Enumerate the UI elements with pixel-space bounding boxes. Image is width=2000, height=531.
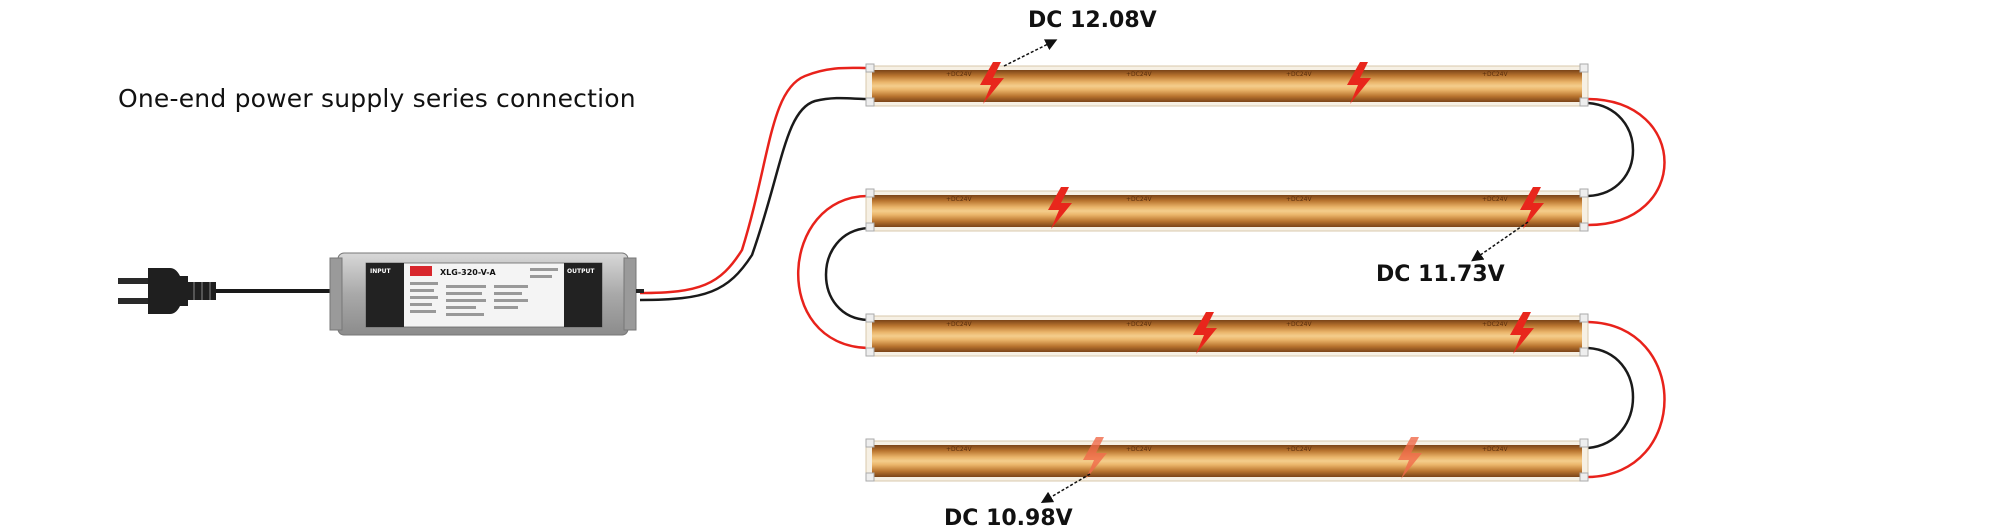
- strip-2-marking-3: +DC24V: [1286, 196, 1312, 203]
- strip-1-marking-2: +DC24V: [1126, 71, 1152, 78]
- strip-2-marking-4: +DC24V: [1482, 196, 1508, 203]
- voltage-arrows: [1003, 39, 1529, 504]
- arrow-icon: [1471, 221, 1529, 262]
- supply-model-label: XLG-320-V-A: [440, 268, 497, 277]
- voltage-label-strip-2: DC 11.73V: [1376, 262, 1505, 287]
- arrow-icon: [1003, 39, 1058, 67]
- strip-3-marking-3: +DC24V: [1286, 321, 1312, 328]
- arrow-icon: [1040, 473, 1091, 504]
- lightning-icon: [1398, 437, 1422, 479]
- strip-3-marking-1: +DC24V: [946, 321, 972, 328]
- led-strips: +DC24V +DC24V +DC24V +DC24V +DC24V +DC24…: [865, 63, 1589, 482]
- supply-input-label: INPUT: [370, 268, 392, 275]
- lightning-icons: [980, 62, 1544, 479]
- lightning-icon: [1520, 187, 1544, 229]
- lightning-icon: [980, 62, 1004, 104]
- strip-3-marking-4: +DC24V: [1482, 321, 1508, 328]
- strip-3-marking-2: +DC24V: [1126, 321, 1152, 328]
- voltage-label-strip-1: DC 12.08V: [1028, 8, 1157, 33]
- strip-1-marking-4: +DC24V: [1482, 71, 1508, 78]
- led-strip-3: +DC24V +DC24V +DC24V +DC24V: [865, 313, 1589, 357]
- voltage-label-strip-4: DC 10.98V: [944, 506, 1073, 531]
- diagram-title: One-end power supply series connection: [118, 84, 636, 113]
- lightning-icon: [1083, 437, 1107, 479]
- strip-4-marking-3: +DC24V: [1286, 446, 1312, 453]
- wire-black-psu-to-strip-1: [639, 96, 867, 302]
- wire-red-strip-1-to-2: [1587, 97, 1666, 227]
- lightning-icon: [1048, 187, 1072, 229]
- lightning-icon: [1510, 312, 1534, 354]
- supply-output-label: OUTPUT: [567, 268, 595, 275]
- strip-4-marking-4: +DC24V: [1482, 446, 1508, 453]
- wire-red-strip-2-to-3: [796, 194, 869, 350]
- led-strip-4: +DC24V +DC24V +DC24V +DC24V: [865, 438, 1589, 482]
- strip-2-marking-1: +DC24V: [946, 196, 972, 203]
- wire-black-strip-2-to-3: [824, 226, 869, 322]
- strip-1-marking-1: +DC24V: [946, 71, 972, 78]
- wire-black-strip-1-to-2: [1587, 101, 1635, 198]
- wire-red-psu-to-strip-1: [639, 66, 867, 295]
- strip-2-marking-2: +DC24V: [1126, 196, 1152, 203]
- led-strip-1: +DC24V +DC24V +DC24V +DC24V: [865, 63, 1589, 107]
- power-plug-icon: [118, 268, 338, 314]
- lightning-icon: [1347, 62, 1371, 104]
- strip-4-marking-1: +DC24V: [946, 446, 972, 453]
- wire-black-strip-3-to-4: [1587, 346, 1635, 450]
- led-strip-2: +DC24V +DC24V +DC24V +DC24V: [865, 188, 1589, 232]
- lightning-icon: [1193, 312, 1217, 354]
- power-supply-unit: XLG-320-V-A INPUT OUTPUT: [329, 252, 644, 336]
- wiring-loops: [639, 66, 1666, 479]
- strip-4-marking-2: +DC24V: [1126, 446, 1152, 453]
- strip-1-marking-3: +DC24V: [1286, 71, 1312, 78]
- wire-red-strip-3-to-4: [1587, 320, 1666, 479]
